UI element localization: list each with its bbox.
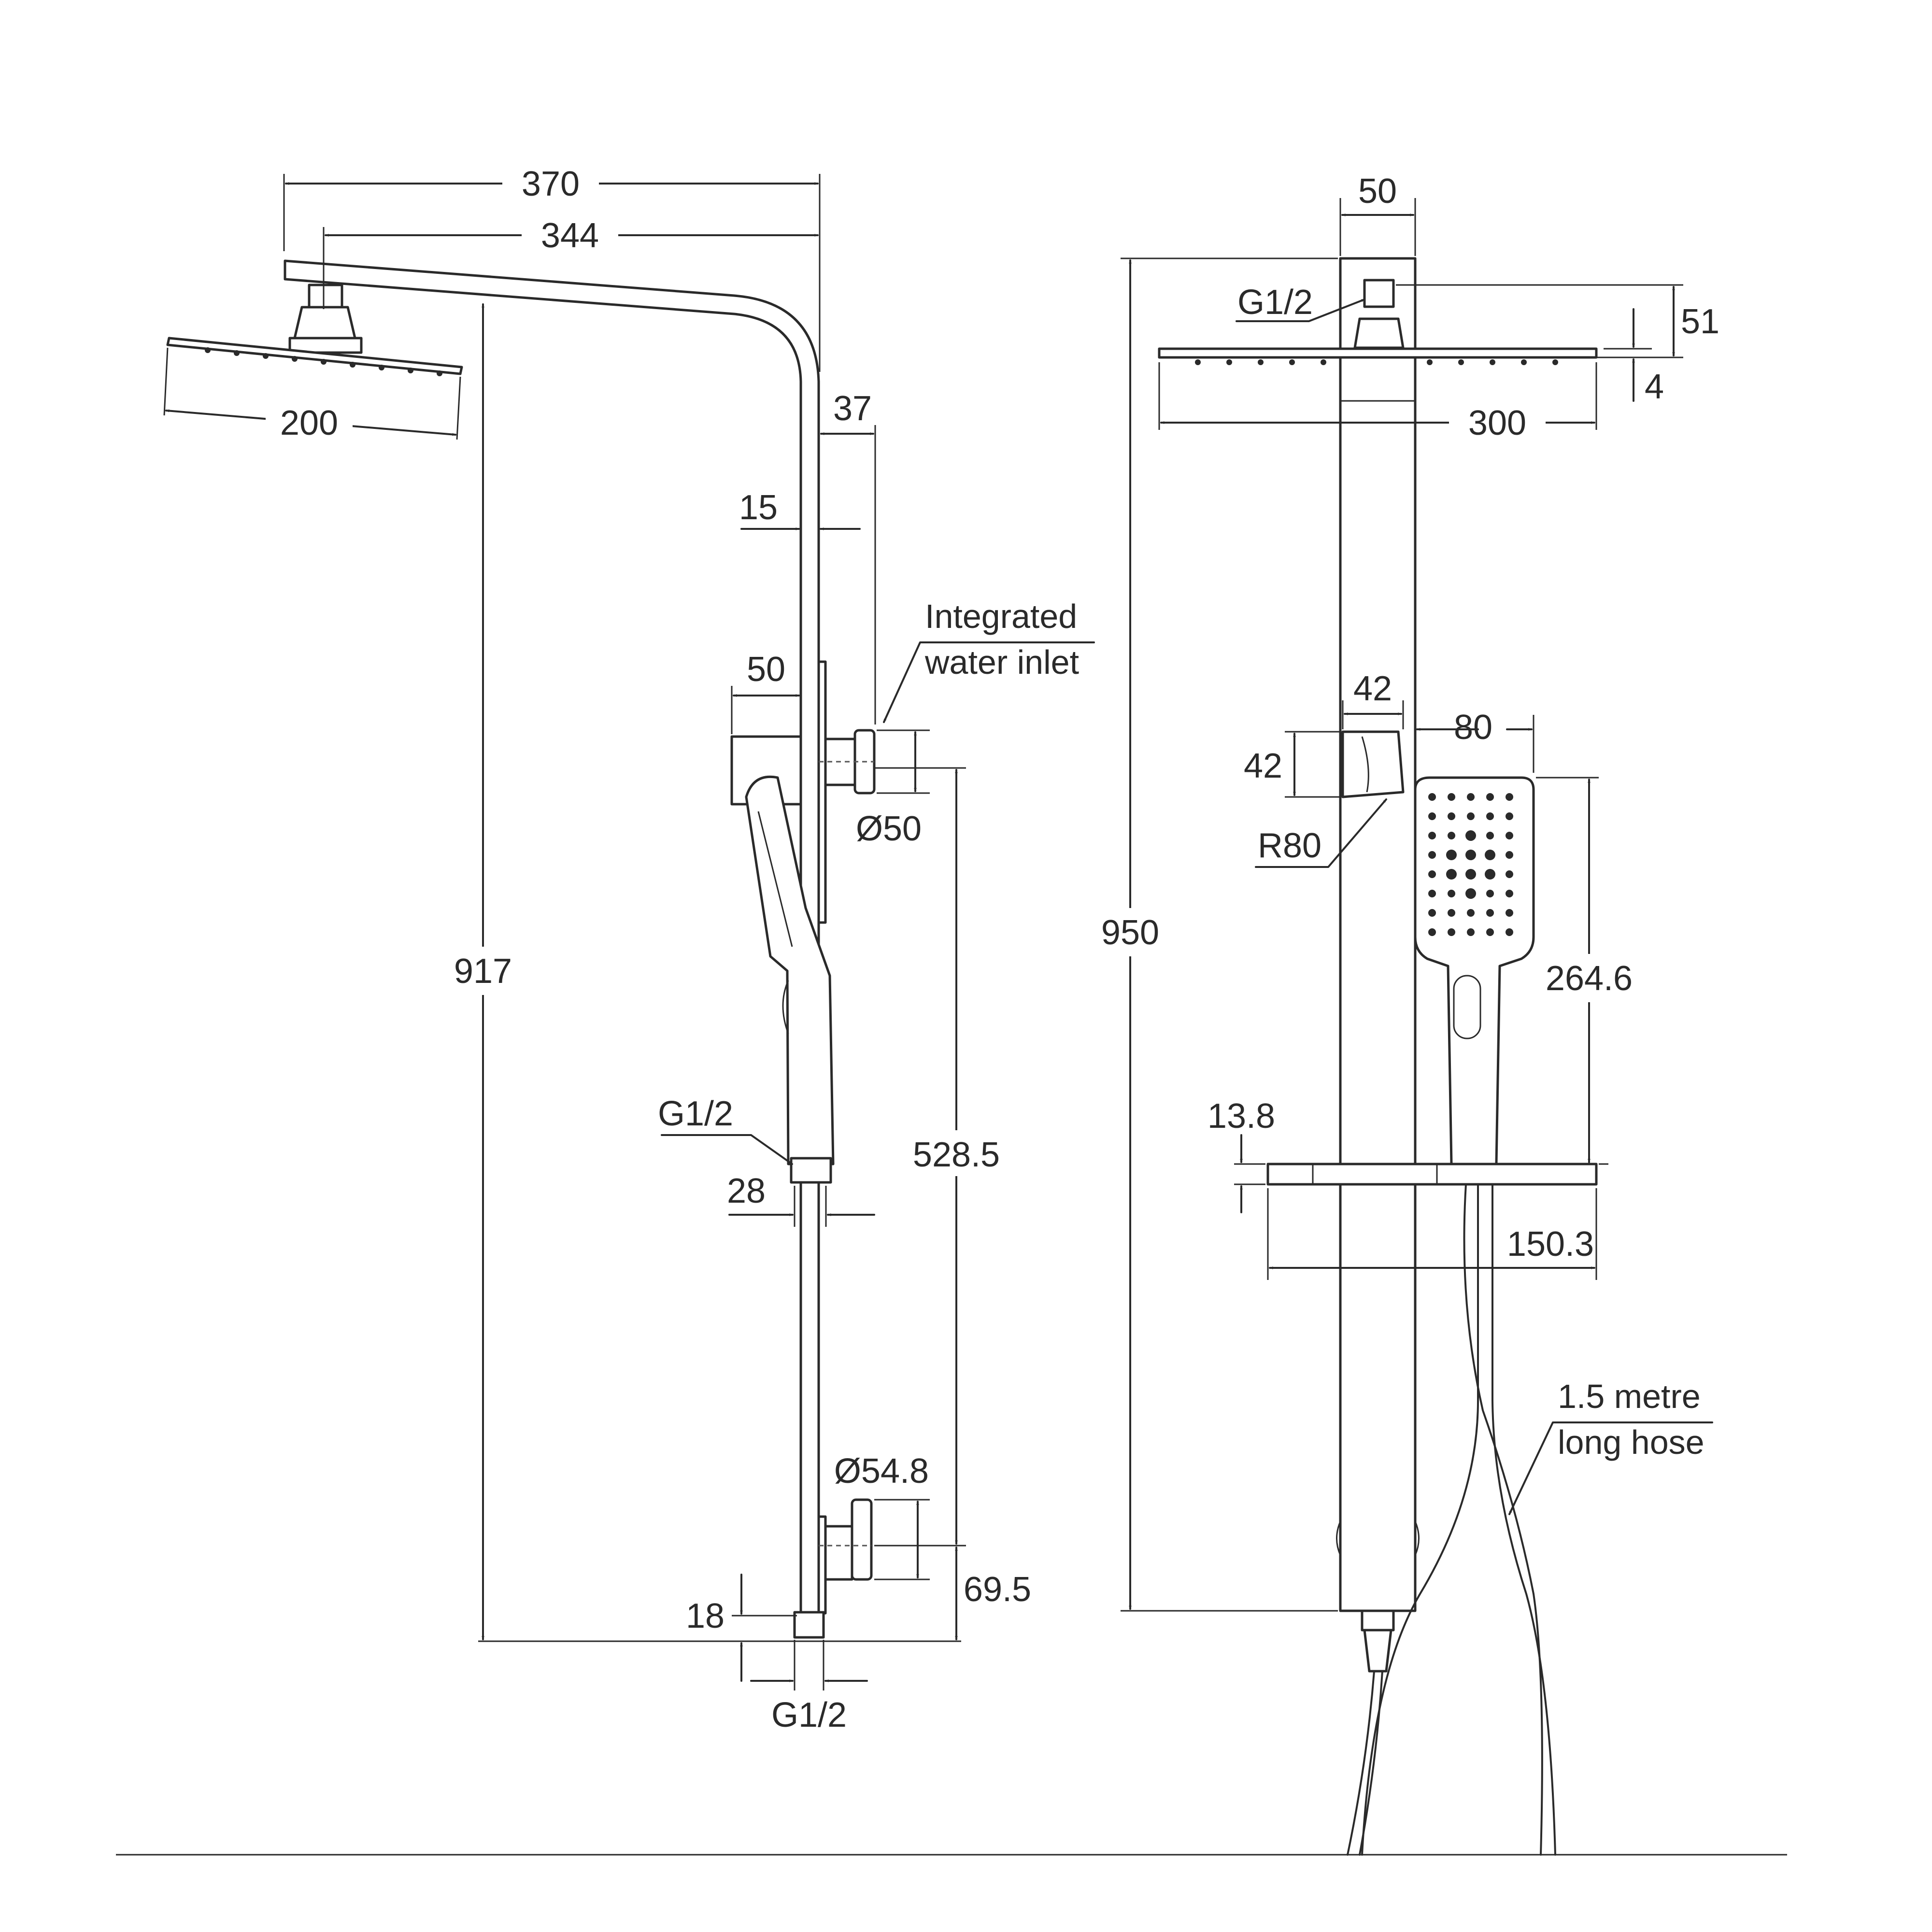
- spray-nozzle-grid: [1428, 793, 1513, 936]
- front-head-nozzles: [1195, 359, 1558, 365]
- connector-bottom-label: G1/2: [771, 1696, 847, 1734]
- dim-200-label: 200: [280, 404, 338, 442]
- hand-shower-connector: [790, 1157, 832, 1184]
- connector-top-label: G1/2: [658, 1094, 733, 1133]
- hose-note-line1: 1.5 metre: [1558, 1378, 1701, 1415]
- side-view: 370 344 200 37 15 Integrated water inlet…: [163, 159, 1095, 1734]
- shower-arm: [284, 259, 820, 1614]
- dim-15-label: 15: [739, 488, 778, 527]
- arm-connector: [308, 284, 343, 309]
- dim-51-label: 51: [1681, 302, 1719, 341]
- dim-flange-diameter-label: Ø54.8: [834, 1452, 929, 1491]
- connector-top-leader: [661, 1134, 793, 1165]
- dim-holder-width-label: 42: [1353, 669, 1392, 708]
- dim-hand-width-label: 80: [1454, 708, 1492, 747]
- front-bottom-connector: [1361, 1609, 1395, 1632]
- front-connector-label: G1/2: [1237, 283, 1313, 322]
- dim-344-label: 344: [541, 216, 599, 255]
- dim-37-label: 37: [833, 389, 872, 428]
- front-swivel: [1353, 317, 1405, 349]
- water-inlet-note-line2: water inlet: [924, 643, 1079, 681]
- water-inlet-leader: [883, 641, 1095, 723]
- lower-inlet-body: [824, 1525, 853, 1581]
- radius-label: R80: [1258, 826, 1321, 865]
- dim-950-label: 950: [1101, 913, 1159, 952]
- dim-top-50-label: 50: [1358, 172, 1397, 211]
- dim-264-6-label: 264.6: [1546, 959, 1633, 998]
- soap-shelf: [1266, 1163, 1598, 1186]
- rail-column: [1339, 257, 1417, 1612]
- front-connector-leader: [1236, 298, 1365, 322]
- front-shower-head: [1158, 347, 1598, 359]
- dim-13-8-label: 13.8: [1208, 1097, 1275, 1136]
- wall-plate: [817, 660, 827, 924]
- front-view: 50 G1/2 51 4 300 950 42 4: [116, 172, 1787, 1856]
- dim-28-label: 28: [727, 1172, 766, 1210]
- lower-inlet-flange: [851, 1498, 873, 1581]
- water-inlet-note-line1: Integrated: [925, 597, 1077, 635]
- dim-18-label: 18: [686, 1597, 724, 1635]
- head-nozzles: [205, 347, 442, 376]
- dim-inlet-diameter-label: Ø50: [856, 810, 922, 848]
- radius-leader: [1255, 798, 1387, 868]
- head-swivel: [293, 306, 356, 340]
- dim-69-5-label: 69.5: [964, 1570, 1031, 1609]
- shower-hose: [1361, 1183, 1479, 1856]
- front-holder: [1341, 730, 1405, 798]
- dim-917-label: 917: [454, 952, 512, 991]
- hose-leader: [1508, 1421, 1713, 1515]
- dim-bracket-50-label: 50: [747, 650, 785, 689]
- dim-holder-height-label: 42: [1244, 747, 1282, 785]
- dim-370-label: 370: [522, 165, 580, 203]
- bottom-connector: [793, 1611, 825, 1639]
- dim-150-3-label: 150.3: [1507, 1225, 1594, 1264]
- dim-528-5-label: 528.5: [913, 1136, 1000, 1174]
- dim-300-label: 300: [1468, 404, 1526, 442]
- dim-4-label: 4: [1645, 368, 1664, 406]
- front-top-connector: [1363, 279, 1395, 308]
- overhead-shower-head: [166, 337, 463, 375]
- hose-note-line2: long hose: [1558, 1423, 1705, 1461]
